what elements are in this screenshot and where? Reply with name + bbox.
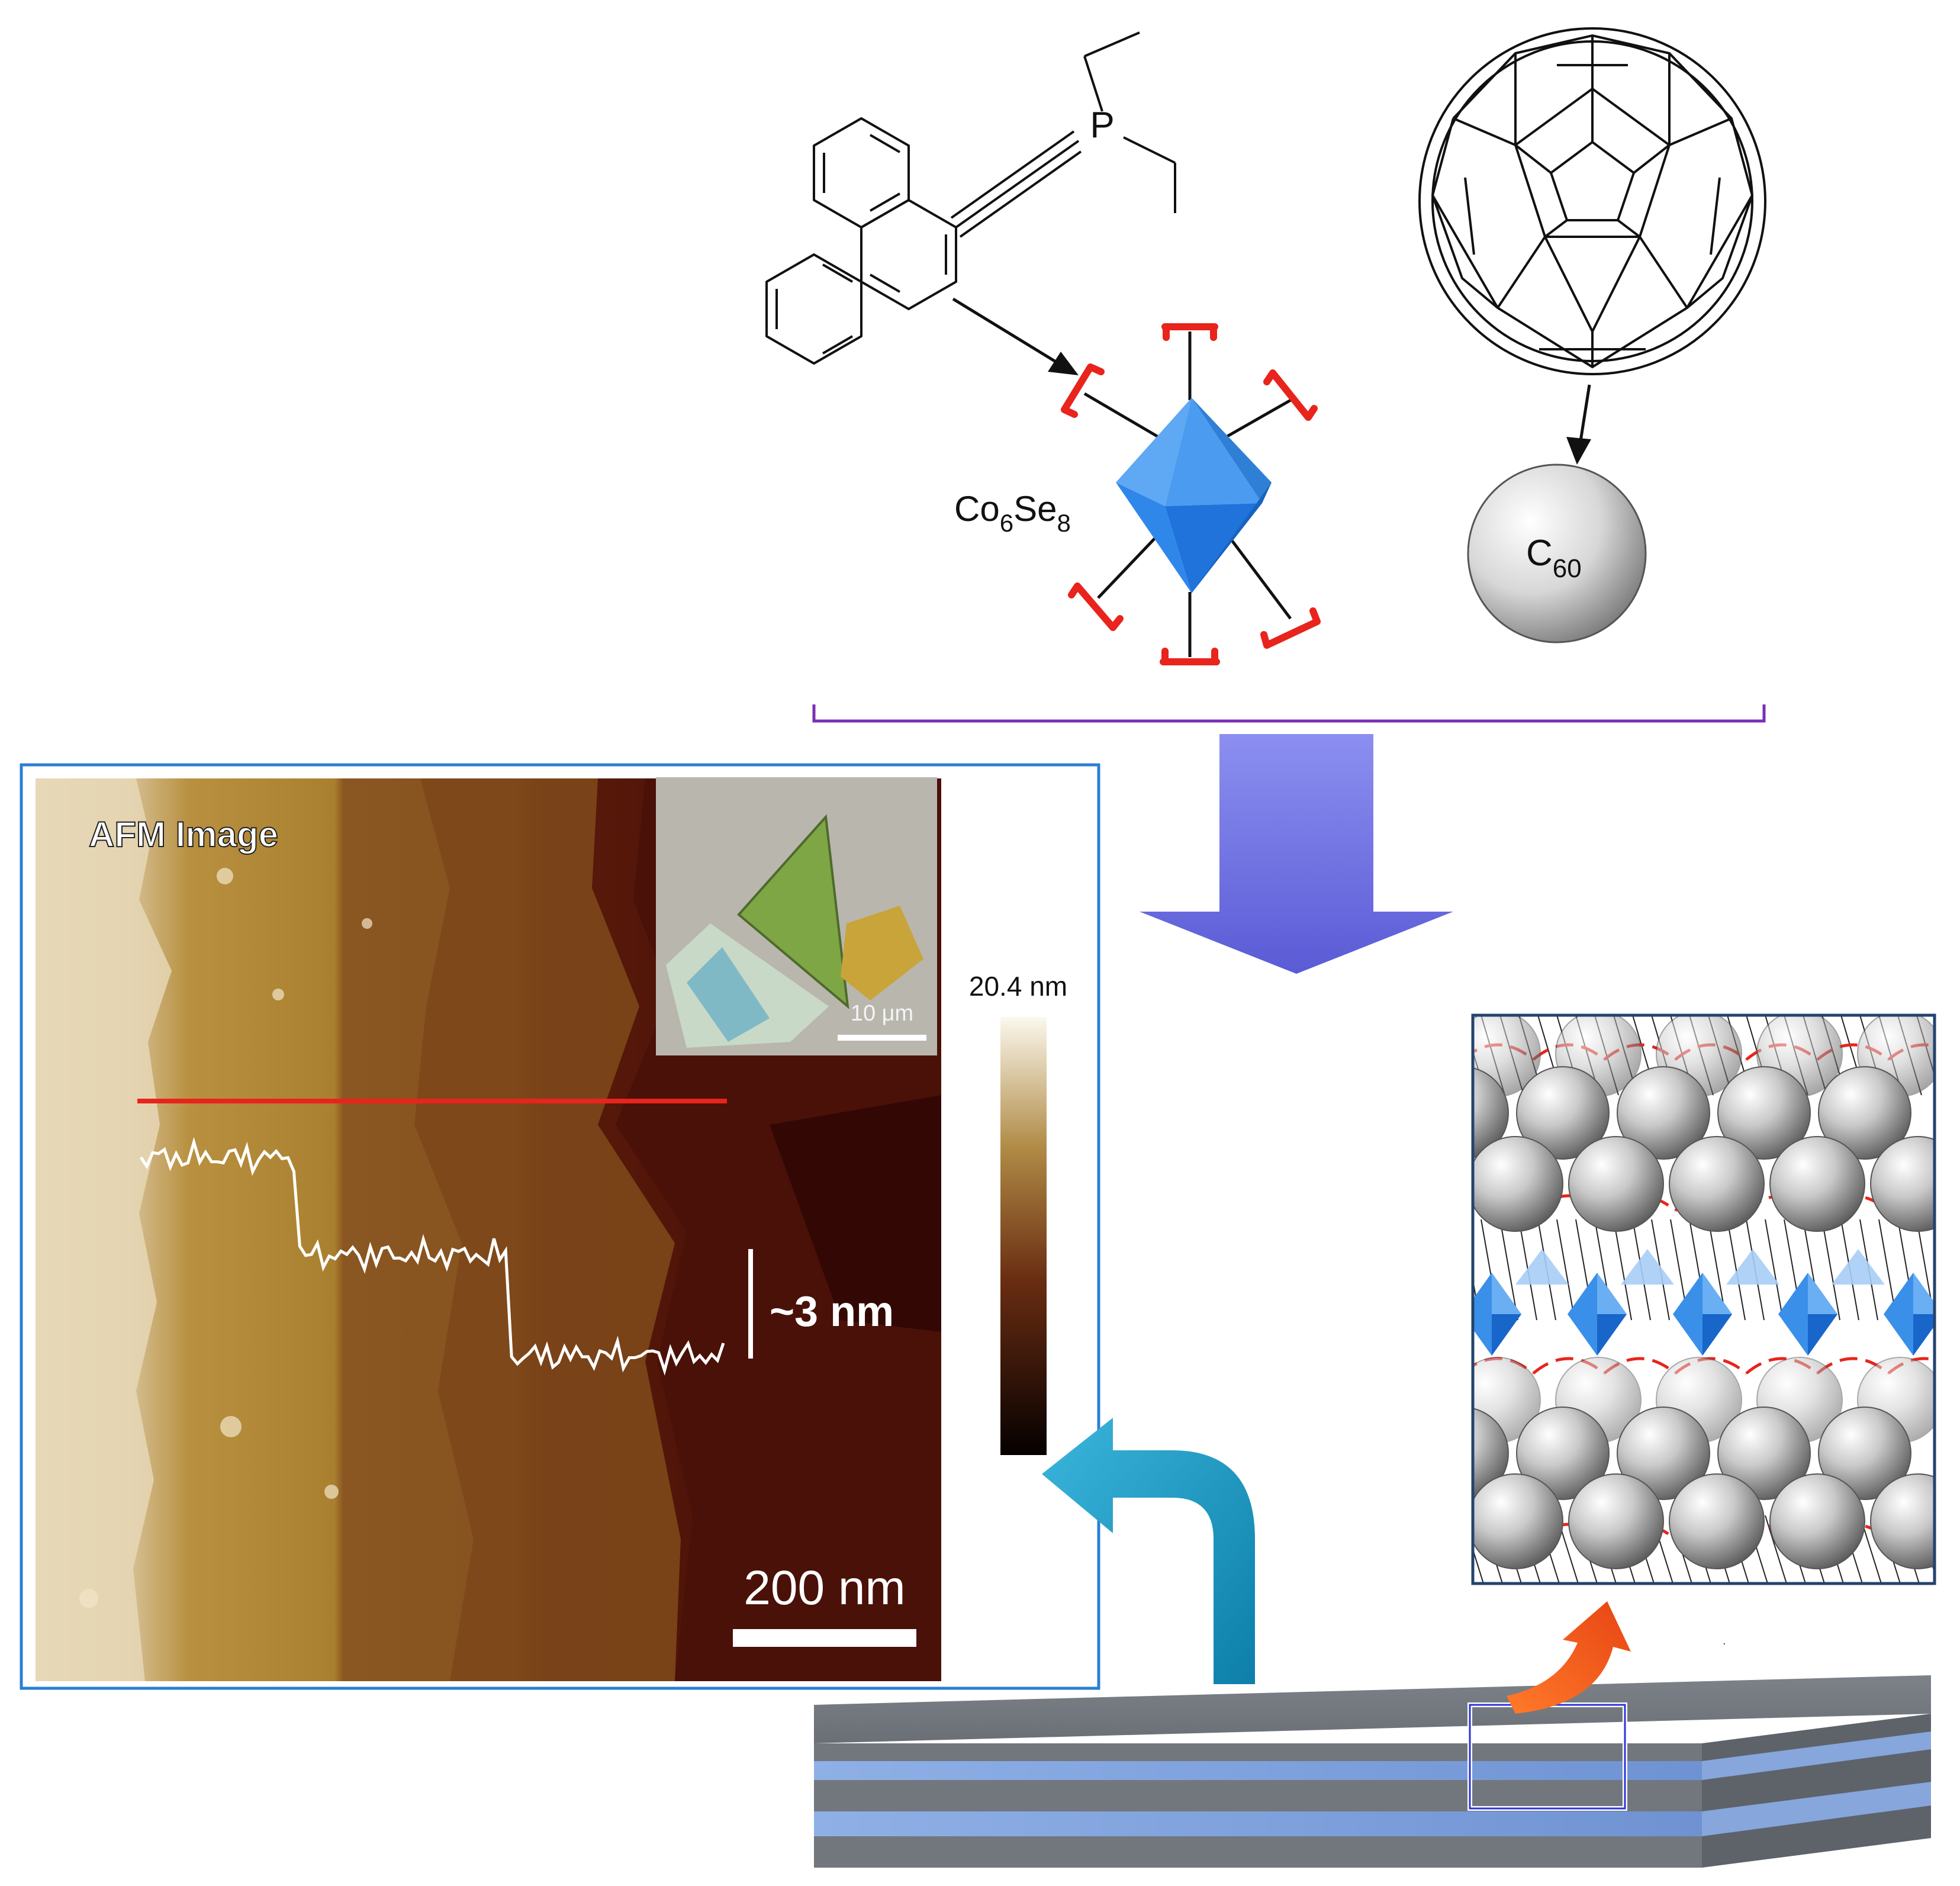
cluster-formula-label: Co6Se8 xyxy=(954,489,1071,537)
ligand-line xyxy=(1936,1015,1959,1095)
c60-lattice-sphere xyxy=(1516,1066,1610,1160)
ligand-binding-arrow-icon xyxy=(952,297,1079,375)
afm-colorbar xyxy=(1000,1017,1047,1455)
c60-lattice-sphere xyxy=(1473,1067,1509,1158)
stray-mark: . xyxy=(1723,1634,1726,1647)
ligand-line xyxy=(1765,1515,1787,1584)
ligand-line xyxy=(1936,1515,1957,1584)
c60-lattice-sphere xyxy=(1870,1136,1935,1232)
c60-sphere xyxy=(1467,464,1647,643)
c60-lattice-sphere xyxy=(1516,1407,1610,1500)
fullerene-arrow-icon xyxy=(1566,384,1591,465)
c60-lattice-sphere xyxy=(1769,1473,1865,1569)
step-height-label: ~3 nm xyxy=(770,1288,894,1335)
ligand-sticks xyxy=(1083,332,1293,657)
c60-lattice-sphere xyxy=(1769,1136,1865,1232)
ligand-line xyxy=(1556,1219,1575,1321)
c60-label: C60 xyxy=(1526,533,1582,583)
c60-lattice-sphere xyxy=(1717,1407,1811,1500)
c60-lattice-sphere xyxy=(1473,1408,1509,1499)
c60-lattice-sphere xyxy=(1568,1473,1664,1569)
afm-title-label: AFM Image xyxy=(89,815,278,854)
self-assembly-arrow-icon xyxy=(1140,734,1453,974)
ligand-line xyxy=(1936,1219,1953,1320)
zoom-arrow-icon xyxy=(1507,1601,1631,1714)
ligand-red-markers xyxy=(1061,323,1321,665)
co6se8-cluster xyxy=(1061,323,1321,665)
ligand-line xyxy=(1821,1219,1840,1321)
c60-lattice-sphere xyxy=(1818,1407,1911,1500)
phosphine-ligand-structure xyxy=(765,31,1176,365)
c60-lattice-sphere xyxy=(1669,1136,1765,1232)
afm-scale-label: 200 nm xyxy=(744,1561,906,1615)
phosphorus-atom-label: P xyxy=(1090,105,1114,146)
afm-scale-bar xyxy=(733,1629,916,1647)
colorbar-max-label: 20.4 nm xyxy=(969,971,1067,1002)
ligand-line xyxy=(1765,1219,1784,1321)
c60-lattice-sphere xyxy=(1617,1407,1710,1500)
c60-lattice-sphere xyxy=(1717,1066,1811,1160)
cluster-lattice-octahedron xyxy=(1884,1273,1935,1356)
c60-lattice-sphere xyxy=(1473,1136,1563,1232)
lattice-zoom-view xyxy=(1473,1015,1959,1584)
c60-lattice-sphere xyxy=(1473,1473,1563,1569)
cluster-lattice-octahedron xyxy=(1568,1249,1674,1356)
c60-lattice-sphere xyxy=(1818,1066,1911,1160)
afm-return-arrow-icon xyxy=(1042,1418,1255,1684)
layered-crystal-slab xyxy=(814,1675,1931,1868)
ligand-line xyxy=(1727,1219,1746,1321)
ligand-line xyxy=(1473,1547,1484,1584)
c60-lattice-sphere xyxy=(1669,1473,1765,1569)
inset-scale-label: 10 μm xyxy=(851,1001,913,1026)
c60-lattice-sphere xyxy=(1568,1136,1664,1232)
combine-bracket xyxy=(812,704,1766,723)
ligand-line xyxy=(1613,1219,1632,1321)
cluster-lattice-octahedron xyxy=(1778,1249,1885,1356)
afm-inset-optical-image xyxy=(656,777,937,1055)
ligand-line xyxy=(1499,1219,1518,1321)
cluster-lattice-octahedron xyxy=(1673,1249,1779,1356)
c60-lattice-sphere xyxy=(1617,1066,1710,1160)
afm-height-profile xyxy=(139,1137,725,1376)
c60-lattice-sphere xyxy=(1870,1473,1935,1569)
cluster-lattice-octahedron xyxy=(1473,1249,1569,1356)
c60-fullerene-structure xyxy=(1418,27,1766,375)
